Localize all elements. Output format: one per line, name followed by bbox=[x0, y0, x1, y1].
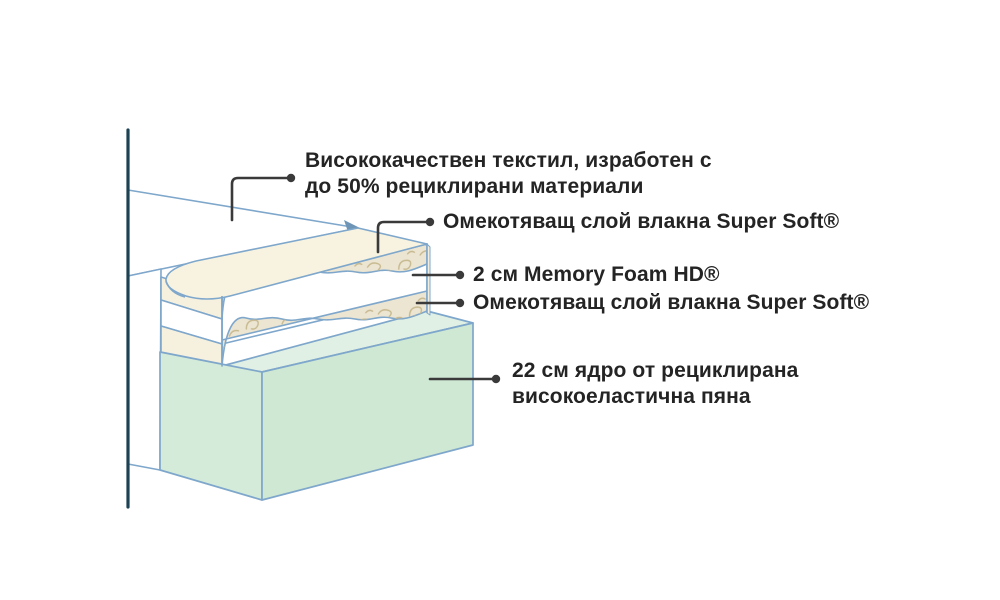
fiber-layer-top-texture bbox=[222, 244, 427, 319]
label-memory-foam: 2 см Memory Foam HD® bbox=[473, 263, 720, 286]
leader-textile-dot bbox=[286, 173, 296, 183]
label-core-line1: 22 см ядро от рециклирана bbox=[512, 359, 799, 382]
cover-corner-crease bbox=[165, 280, 186, 298]
fiber-layer-bottom-texture bbox=[222, 291, 427, 366]
leader-lines bbox=[230, 173, 501, 384]
label-textile: Висококачествен текстил, изработен с до … bbox=[305, 148, 712, 200]
leader-core-dot bbox=[491, 374, 501, 384]
core-block bbox=[159, 310, 474, 501]
label-core-line2: високоеластична пяна bbox=[512, 385, 751, 408]
core-end-face bbox=[159, 351, 263, 501]
cover-top-face bbox=[165, 227, 428, 300]
leader-memory-foam-dot bbox=[455, 270, 465, 280]
comfort-layer-stack bbox=[160, 227, 431, 367]
textile-drape bbox=[127, 268, 162, 471]
label-supersoft-bottom: Омекотяващ слой влакна Super Soft® bbox=[473, 291, 870, 314]
leader-supersoft-top bbox=[376, 220, 428, 254]
core-front-face bbox=[261, 322, 474, 501]
label-supersoft-top: Омекотяващ слой влакна Super Soft® bbox=[443, 210, 840, 233]
label-textile-line2: до 50% рециклирани материали bbox=[305, 175, 644, 198]
leader-supersoft-top-dot bbox=[425, 217, 435, 227]
leader-textile bbox=[230, 176, 290, 222]
label-textile-line1: Висококачествен текстил, изработен с bbox=[305, 149, 712, 172]
leader-supersoft-bottom-dot bbox=[455, 298, 465, 308]
label-core: 22 см ядро от рециклирана високоеластичн… bbox=[512, 358, 798, 410]
